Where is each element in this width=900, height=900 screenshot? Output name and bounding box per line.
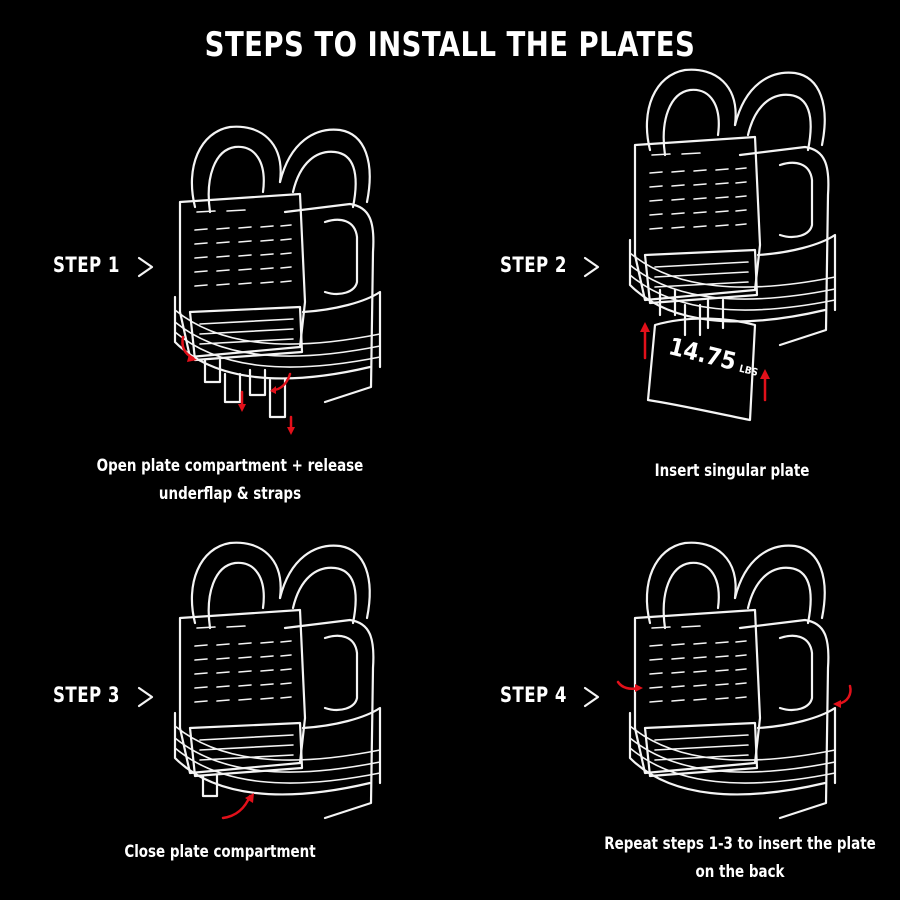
red-arrow-icon — [616, 680, 643, 692]
caption-line: Close plate compartment — [124, 842, 316, 862]
weight-vest-icon — [173, 541, 382, 820]
red-arrow-icon — [640, 322, 770, 402]
caption-line: on the back — [695, 862, 785, 882]
step-4-caption: Repeat steps 1-3 to insert the plate on … — [568, 830, 900, 886]
red-arrow-icon — [221, 793, 254, 820]
red-arrow-icon — [181, 335, 295, 435]
caption-line: underflap & straps — [158, 484, 302, 504]
step-3-label: STEP 3 — [53, 683, 120, 707]
caption-line: Insert singular plate — [654, 461, 810, 481]
step-1-caption: Open plate compartment + release underfl… — [80, 452, 379, 508]
step-2-label: STEP 2 — [500, 253, 567, 277]
weight-vest-icon — [628, 541, 837, 820]
page-title: STEPS TO INSTALL THE PLATES — [204, 25, 696, 65]
step-4-label: STEP 4 — [500, 683, 567, 707]
chevron-right-icon — [583, 686, 600, 708]
weight-vest-icon — [628, 68, 837, 422]
weight-vest-icon — [173, 125, 382, 419]
chevron-right-icon — [137, 256, 154, 278]
chevron-right-icon — [137, 686, 154, 708]
step-1-label: STEP 1 — [53, 253, 120, 277]
chevron-right-icon — [583, 256, 600, 278]
step-3-caption: Close plate compartment — [70, 838, 369, 866]
caption-line: Open plate compartment + release — [96, 456, 364, 476]
step-2-caption: Insert singular plate — [582, 457, 881, 485]
red-arrow-icon — [833, 684, 852, 708]
caption-line: Repeat steps 1-3 to insert the plate — [604, 834, 876, 854]
